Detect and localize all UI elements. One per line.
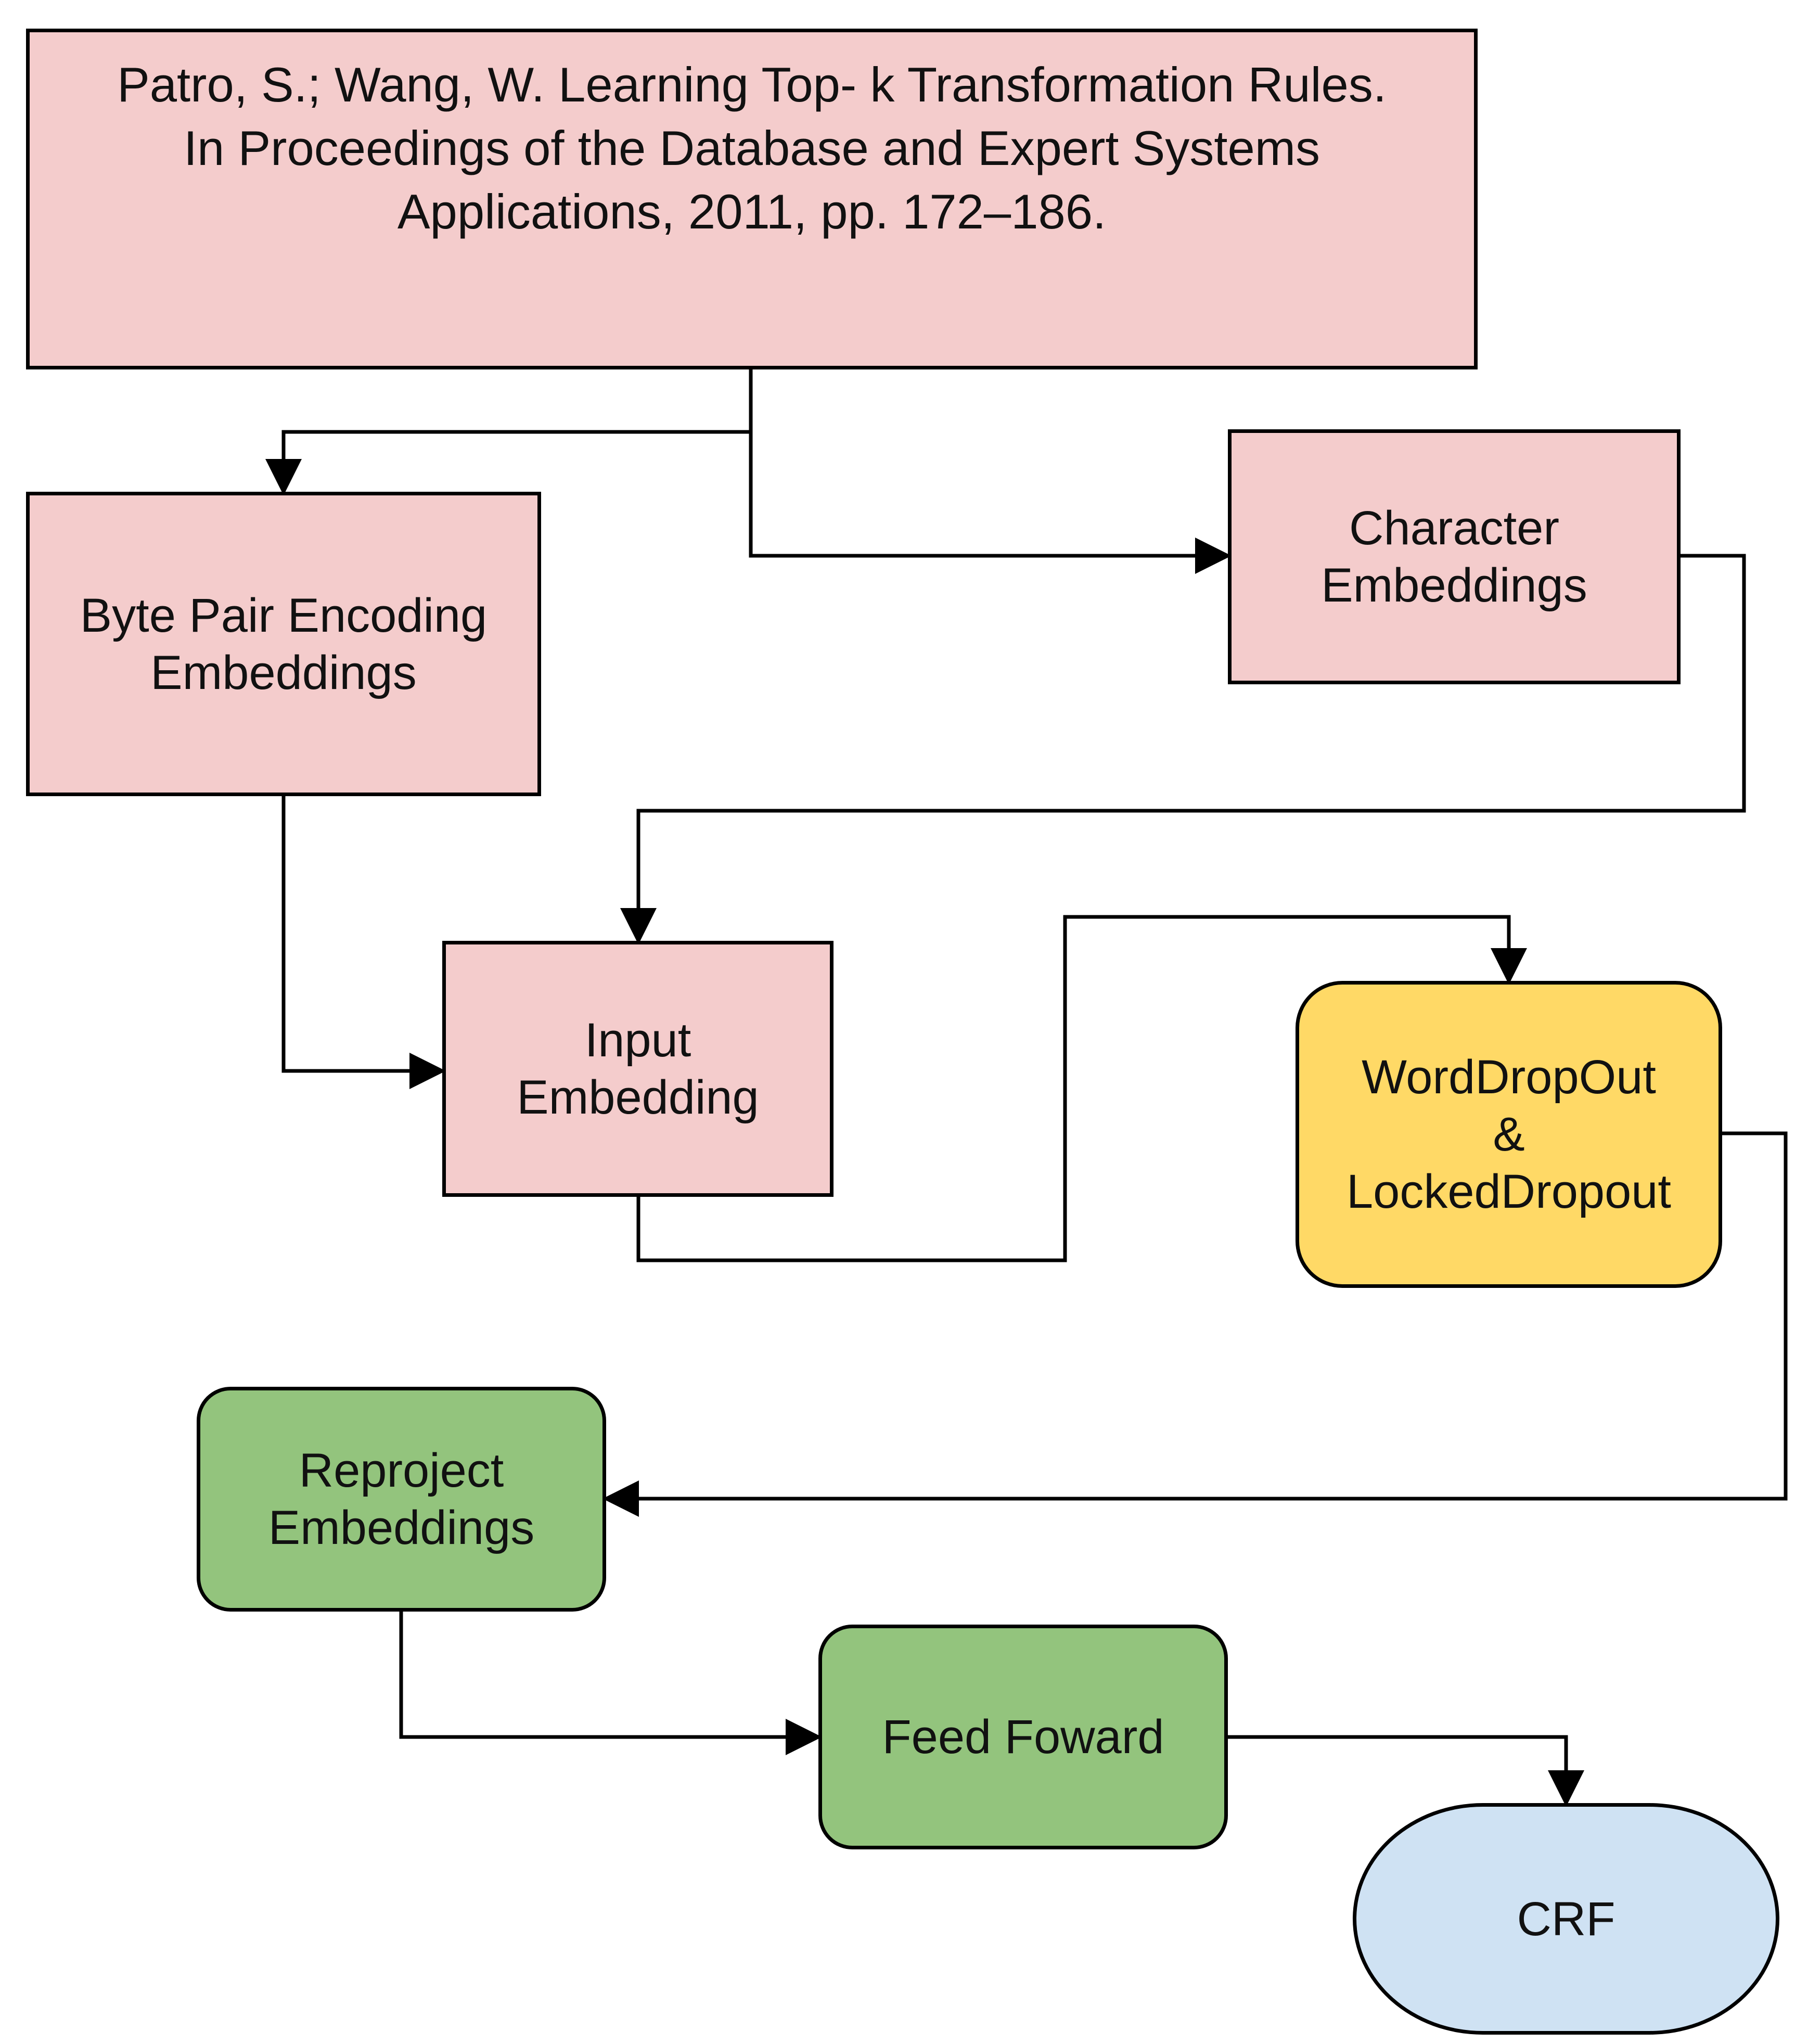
input-embedding-box: Input Embedding xyxy=(442,941,834,1197)
dropout-line-2: & xyxy=(1493,1108,1525,1161)
source-line-2: In Proceedings of the Database and Exper… xyxy=(183,121,1320,175)
edge-bpe-to-input xyxy=(281,796,446,1089)
crf-terminal-box: CRF xyxy=(1353,1803,1779,2035)
edge-source-to-bpe xyxy=(265,369,753,495)
edge-ff-to-crf xyxy=(1228,1735,1584,1807)
dropout-line-3: LockedDropout xyxy=(1347,1165,1671,1218)
crf-line-1: CRF xyxy=(1517,1892,1615,1946)
character-embeddings-box: Character Embeddings xyxy=(1228,429,1681,684)
input-line-1: Input xyxy=(584,1014,691,1067)
source-line-3: Applications, 2011, pp. 172–186. xyxy=(397,184,1107,239)
reproject-line-2: Embeddings xyxy=(268,1501,535,1554)
feed-forward-box: Feed Foward xyxy=(818,1625,1228,1849)
reproject-line-1: Reproject xyxy=(299,1444,504,1497)
source-line-1: Patro, S.; Wang, W. Learning Top- k Tran… xyxy=(117,57,1387,112)
char-line-2: Embeddings xyxy=(1321,559,1587,612)
edge-reproject-to-ff xyxy=(399,1612,822,1755)
ff-line-1: Feed Foward xyxy=(882,1710,1164,1764)
edge-input-to-dropout xyxy=(636,915,1527,1262)
input-line-2: Embedding xyxy=(517,1071,759,1124)
dropout-line-1: WordDropOut xyxy=(1362,1051,1656,1104)
word-dropout-locked-dropout-box: WordDropOut & LockedDropout xyxy=(1296,981,1722,1288)
byte-pair-encoding-embeddings-box: Byte Pair Encoding Embeddings xyxy=(26,492,541,796)
char-line-1: Character xyxy=(1349,502,1559,555)
edge-source-to-char xyxy=(749,432,1232,574)
source-citation-box: Patro, S.; Wang, W. Learning Top- k Tran… xyxy=(26,29,1478,369)
bpe-line-2: Embeddings xyxy=(150,646,417,699)
reproject-embeddings-box: Reproject Embeddings xyxy=(197,1387,606,1612)
edge-char-to-input xyxy=(620,554,1746,944)
bpe-line-1: Byte Pair Encoding xyxy=(80,589,488,642)
edge-dropout-to-reproject xyxy=(602,1131,1788,1517)
